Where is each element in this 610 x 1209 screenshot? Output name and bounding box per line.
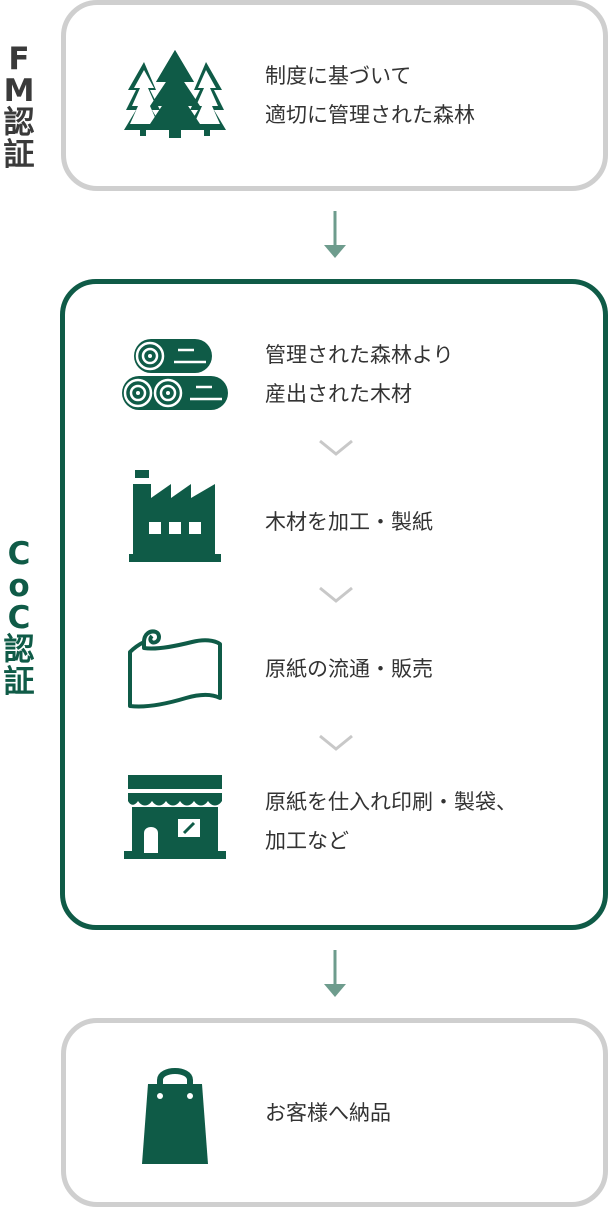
factory-icon xyxy=(129,470,221,562)
fm-label-char: 認 xyxy=(3,105,35,141)
coc-step-text: 木材を加工・製紙 xyxy=(265,503,433,542)
fm-label-char: F xyxy=(8,41,30,77)
chevron-down-icon xyxy=(319,439,353,456)
coc-label-char: 認 xyxy=(3,632,35,668)
coc-step-line: 産出された木材 xyxy=(265,382,412,406)
coc-label-char: 証 xyxy=(3,664,35,700)
fm-certification-label: F M 認 証 xyxy=(1,43,37,171)
fm-label-char: M xyxy=(3,73,35,109)
coc-step-text: 原紙の流通・販売 xyxy=(265,650,433,689)
arrow-down-icon xyxy=(324,950,346,997)
coc-step-text: 管理された森林より 産出された木材 xyxy=(265,336,454,414)
coc-step-line: 原紙を仕入れ印刷・製袋、 xyxy=(265,790,517,814)
fm-text-line: 制度に基づいて xyxy=(265,64,412,88)
fm-label-char: 証 xyxy=(3,137,35,173)
coc-label-char: C xyxy=(7,536,31,572)
delivery-text: お客様へ納品 xyxy=(265,1101,391,1125)
coc-step-line: 管理された森林より xyxy=(265,343,454,367)
fm-box-text: 制度に基づいて 適切に管理された森林 xyxy=(265,57,475,135)
coc-step-line: 原紙の流通・販売 xyxy=(265,657,433,681)
coc-step-line: 加工など xyxy=(265,829,349,853)
shop-icon xyxy=(124,775,226,859)
coc-step-text: 原紙を仕入れ印刷・製袋、 加工など xyxy=(265,783,517,861)
arrow-down-icon xyxy=(324,211,346,258)
paper-roll-icon xyxy=(128,629,222,709)
forest-icon xyxy=(124,50,226,138)
logs-icon xyxy=(122,339,228,410)
coc-certification-label: C o C 認 証 xyxy=(1,538,37,698)
coc-label-char: o xyxy=(8,568,30,604)
fm-text-line: 適切に管理された森林 xyxy=(265,103,475,127)
chevron-down-icon xyxy=(319,586,353,603)
shopping-bag-icon xyxy=(142,1068,208,1164)
chevron-down-icon xyxy=(319,734,353,751)
coc-label-char: C xyxy=(7,600,31,636)
coc-step-line: 木材を加工・製紙 xyxy=(265,510,433,534)
